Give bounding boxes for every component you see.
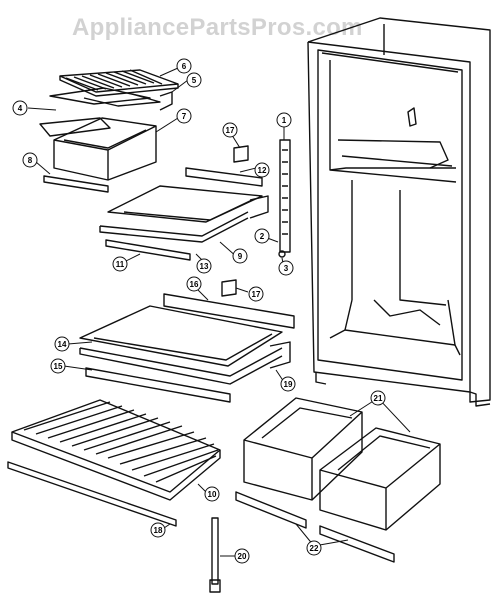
callout-label: 3 (284, 264, 289, 273)
part-20-rod (209, 517, 221, 593)
callout-10: 10 (204, 486, 220, 502)
crisper-rails (235, 491, 395, 563)
callout-label: 12 (258, 166, 267, 175)
leader-lines (27, 67, 411, 557)
callout-7: 7 (176, 108, 192, 124)
callout-1: 1 (276, 112, 292, 128)
middle-shelf-assembly (99, 167, 269, 261)
crisper-pans (243, 397, 441, 531)
callout-label: 1 (282, 116, 287, 125)
callout-4: 4 (12, 100, 28, 116)
large-shelf-assembly (79, 293, 295, 403)
callout-17a: 17 (222, 122, 238, 138)
callout-19: 19 (280, 376, 296, 392)
clips-17 (221, 145, 249, 297)
callout-22: 22 (306, 540, 322, 556)
wire-shelf (7, 399, 221, 527)
callout-label: 7 (182, 112, 187, 121)
meat-keeper-drawer (39, 117, 157, 193)
top-shelf-assembly (49, 69, 179, 111)
callout-label: 9 (238, 252, 243, 261)
callout-label: 20 (238, 552, 247, 561)
callout-label: 13 (200, 262, 209, 271)
callout-label: 8 (28, 156, 33, 165)
callout-label: 6 (182, 62, 187, 71)
callout-label: 2 (260, 232, 265, 241)
callout-6: 6 (176, 58, 192, 74)
watermark: AppliancePartsPros.com (72, 14, 363, 41)
callout-label: 5 (192, 76, 197, 85)
callout-12: 12 (254, 162, 270, 178)
refrigerator-cabinet (307, 17, 491, 407)
callout-2: 2 (254, 228, 270, 244)
callout-8: 8 (22, 152, 38, 168)
callout-label: 4 (18, 104, 23, 113)
callout-label: 17 (226, 126, 235, 135)
callout-label: 16 (190, 280, 199, 289)
callout-13: 13 (196, 258, 212, 274)
shelf-support-rail (278, 139, 291, 258)
callout-15: 15 (50, 358, 66, 374)
callout-3: 3 (278, 260, 294, 276)
callout-18: 18 (150, 522, 166, 538)
callout-11: 11 (112, 256, 128, 272)
callouts: 6 5 4 7 8 17 1 12 2 3 9 13 11 16 17 14 1… (12, 58, 386, 564)
callout-label: 17 (252, 290, 261, 299)
callout-label: 14 (58, 340, 67, 349)
callout-label: 21 (374, 394, 383, 403)
callout-label: 11 (116, 260, 125, 269)
callout-label: 19 (284, 380, 293, 389)
callout-5: 5 (186, 72, 202, 88)
callout-label: 15 (54, 362, 63, 371)
callout-label: 22 (310, 544, 319, 553)
callout-17b: 17 (248, 286, 264, 302)
callout-20: 20 (234, 548, 250, 564)
callout-9: 9 (232, 248, 248, 264)
callout-16: 16 (186, 276, 202, 292)
callout-14: 14 (54, 336, 70, 352)
callout-label: 10 (208, 490, 217, 499)
callout-21: 21 (370, 390, 386, 406)
callout-label: 18 (154, 526, 163, 535)
